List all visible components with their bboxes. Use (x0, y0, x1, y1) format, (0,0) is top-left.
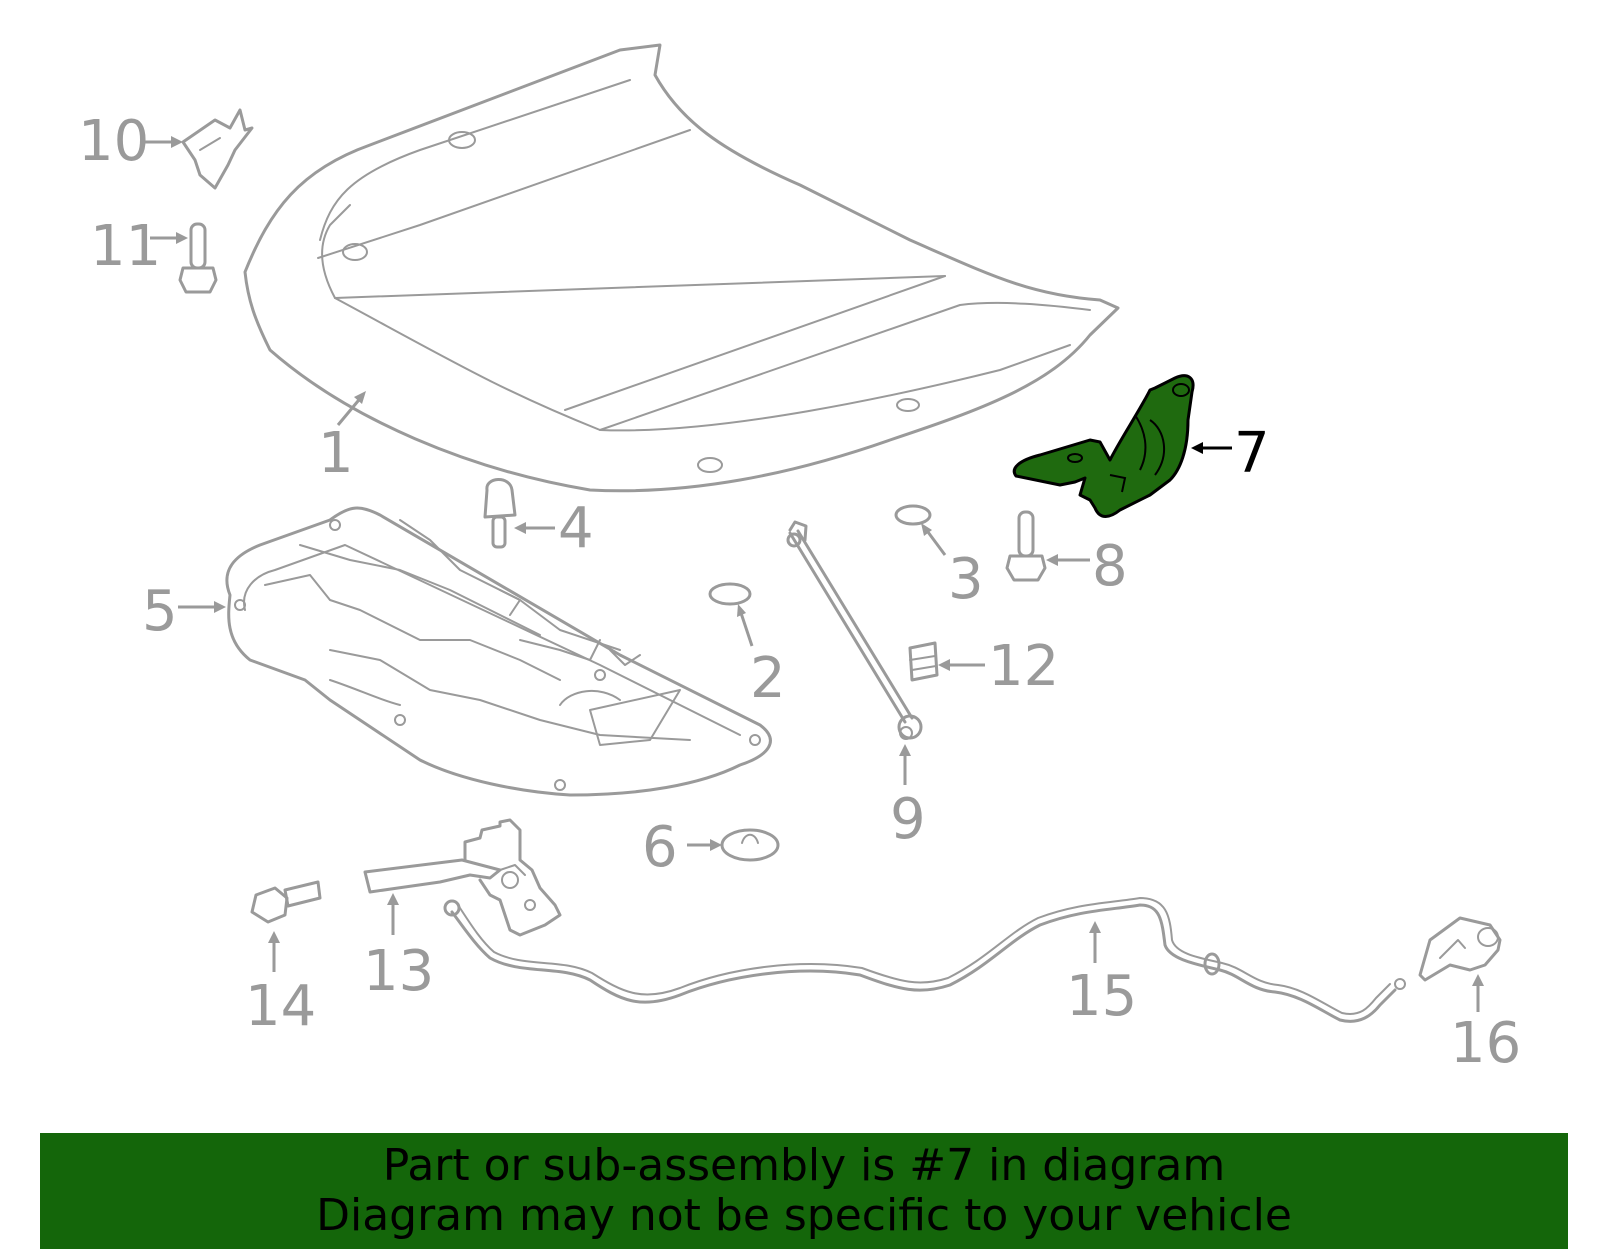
hood-lock-part-13[interactable] (363, 818, 562, 937)
callout-11: 11 (90, 214, 161, 279)
callout-12: 12 (988, 634, 1059, 699)
bracket-part-10[interactable] (181, 108, 254, 190)
plug-part-6[interactable] (720, 828, 780, 862)
hood-hinge-part-7[interactable] (1012, 374, 1195, 518)
callout-6: 6 (642, 815, 678, 880)
bolt-part-8[interactable] (1005, 510, 1047, 582)
callout-8: 8 (1092, 534, 1128, 599)
support-rod-part-9[interactable] (786, 520, 923, 740)
bolt-part-14[interactable] (250, 880, 322, 924)
callout-9: 9 (890, 787, 926, 852)
callout-16: 16 (1450, 1011, 1521, 1076)
callout-13: 13 (363, 939, 434, 1004)
callout-10: 10 (78, 109, 149, 174)
clip-part-12[interactable] (908, 641, 939, 682)
leader-arrows (145, 136, 1484, 1012)
cushion-part-4[interactable] (483, 478, 517, 549)
plug-part-3[interactable] (894, 504, 932, 526)
info-banner: Part or sub-assembly is #7 in diagram Di… (40, 1133, 1568, 1249)
callout-1: 1 (318, 421, 354, 486)
callout-2: 2 (750, 646, 786, 711)
release-cable-part-15[interactable] (443, 897, 1406, 1023)
bolt-part-11[interactable] (178, 222, 218, 294)
callout-15: 15 (1066, 964, 1137, 1029)
callout-7: 7 (1234, 421, 1270, 486)
hood-panel[interactable] (243, 43, 1120, 493)
banner-line-2: Diagram may not be specific to your vehi… (316, 1190, 1292, 1241)
callout-5: 5 (142, 579, 178, 644)
callout-3: 3 (948, 547, 984, 612)
callout-14: 14 (245, 974, 316, 1039)
callout-4: 4 (558, 496, 594, 561)
plug-part-2[interactable] (708, 582, 752, 606)
release-handle-part-16[interactable] (1418, 916, 1502, 982)
hood-insulator[interactable] (225, 506, 772, 797)
banner-line-1: Part or sub-assembly is #7 in diagram (382, 1140, 1226, 1191)
